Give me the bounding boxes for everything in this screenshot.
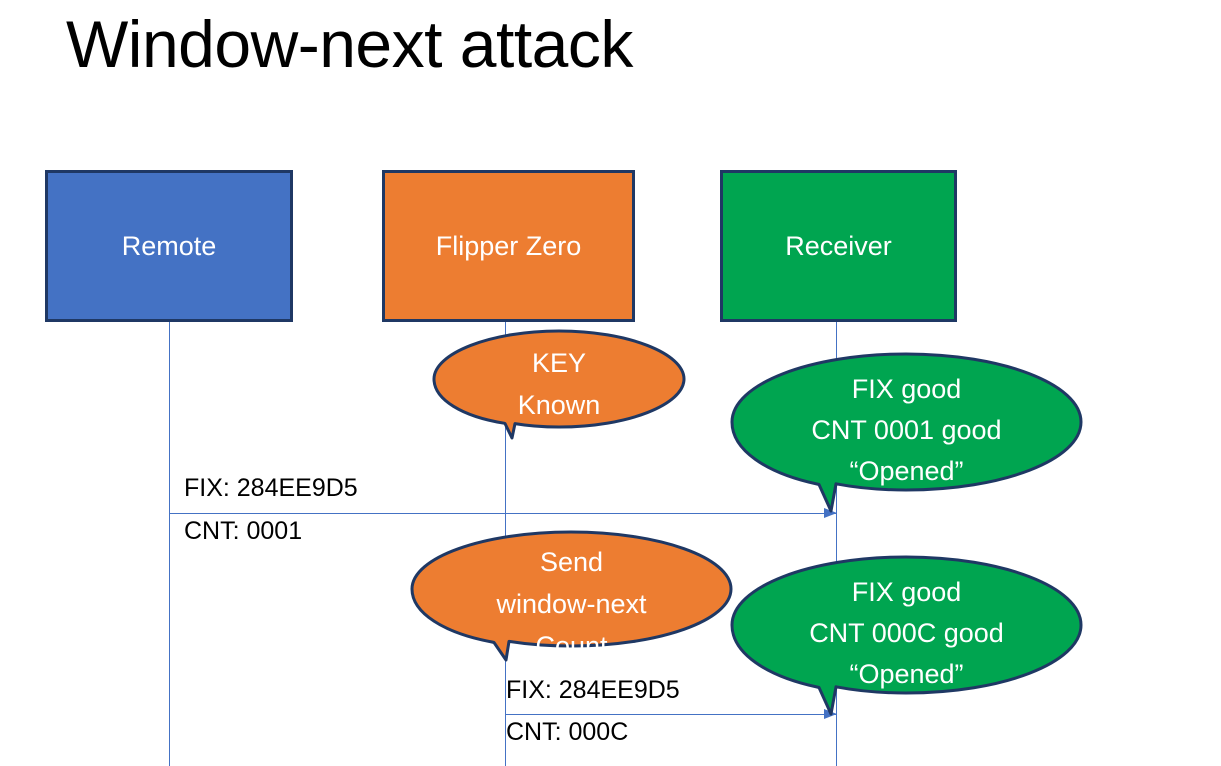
callout-shape-send-window xyxy=(410,530,733,662)
lifeline-receiver xyxy=(836,322,837,766)
message-arrow-remote-to-receiver xyxy=(169,508,837,518)
callout-shape-key-known xyxy=(432,329,686,440)
actor-label-remote: Remote xyxy=(121,231,217,261)
callout-text-fix-good-1: FIX good CNT 0001 good “Opened” xyxy=(811,374,1002,486)
callout-shape-fix-good-1 xyxy=(730,352,1083,513)
message-label-cnt-2: CNT: 000C xyxy=(506,718,629,746)
actor-label-flipper-zero: Flipper Zero xyxy=(435,231,582,261)
callout-text-fix-good-2: FIX good CNT 000C good “Opened” xyxy=(809,577,1004,689)
callout-shape-fix-good-2 xyxy=(730,555,1083,716)
actor-box-flipper-zero[interactable]: Flipper Zero xyxy=(382,170,635,322)
callout-text-send-window: Send window-next Count xyxy=(496,547,647,661)
message-label-fix-1: FIX: 284EE9D5 xyxy=(184,474,358,502)
message-label-cnt-1: CNT: 0001 xyxy=(184,517,303,545)
callout-fix-good-cnt-000c[interactable]: FIX good CNT 000C good “Opened” xyxy=(730,555,1083,722)
callout-text-key-known: KEY Known xyxy=(517,348,601,420)
actor-box-receiver[interactable]: Receiver xyxy=(720,170,957,322)
page-title: Window-next attack xyxy=(66,7,633,81)
callout-fix-good-cnt-0001[interactable]: FIX good CNT 0001 good “Opened” xyxy=(730,352,1083,519)
callout-send-window-next-count[interactable]: Send window-next Count xyxy=(410,530,733,665)
actor-box-remote[interactable]: Remote xyxy=(45,170,293,322)
message-label-fix-2: FIX: 284EE9D5 xyxy=(506,676,680,704)
lifeline-remote xyxy=(169,322,170,766)
actor-label-receiver: Receiver xyxy=(785,231,892,261)
callout-key-known[interactable]: KEY Known xyxy=(432,329,686,444)
